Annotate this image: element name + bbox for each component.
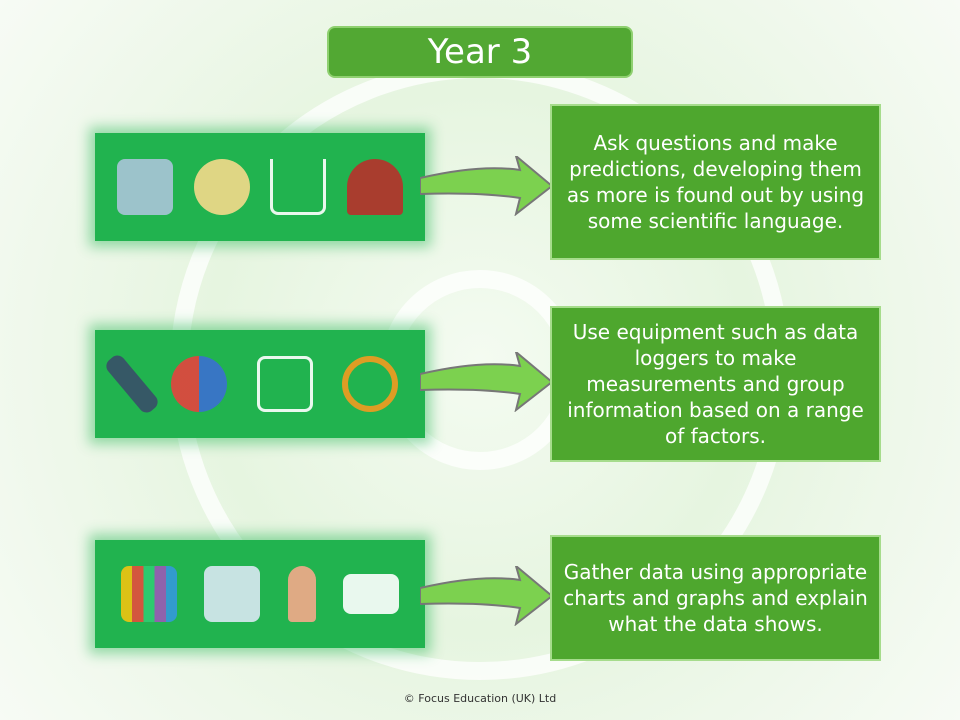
magnifying-glass-icon — [342, 356, 399, 412]
objective-box-1: Ask questions and make predictions, deve… — [550, 104, 881, 260]
thermometer-icon — [171, 356, 228, 412]
data-logger-icon — [256, 356, 313, 412]
microscope-icon — [102, 352, 161, 416]
illustration-panel-3 — [95, 540, 425, 648]
arrow-icon — [420, 156, 552, 216]
arrow-icon — [420, 566, 552, 626]
copyright-footer: © Focus Education (UK) Ltd — [403, 692, 557, 705]
clipboard-icon — [204, 566, 261, 622]
objective-box-3: Gather data using appropriate charts and… — [550, 535, 881, 661]
presenter-icon — [287, 566, 316, 622]
sorting-icon — [270, 159, 327, 215]
illustration-panel-1 — [95, 133, 425, 241]
bar-chart-icon — [120, 566, 177, 622]
page-title: Year 3 — [327, 26, 633, 78]
objective-box-2: Use equipment such as data loggers to ma… — [550, 306, 881, 462]
objective-text: Gather data using appropriate charts and… — [563, 560, 868, 636]
arrow-icon — [420, 352, 552, 412]
objective-text: Ask questions and make predictions, deve… — [566, 131, 865, 233]
objective-text: Use equipment such as data loggers to ma… — [567, 320, 864, 448]
ab-cards-icon — [117, 159, 174, 215]
magnifying-girl-icon — [193, 159, 250, 215]
illustration-panel-2 — [95, 330, 425, 438]
presenter-chart-icon — [343, 574, 400, 614]
questioning-person-icon — [346, 159, 403, 215]
